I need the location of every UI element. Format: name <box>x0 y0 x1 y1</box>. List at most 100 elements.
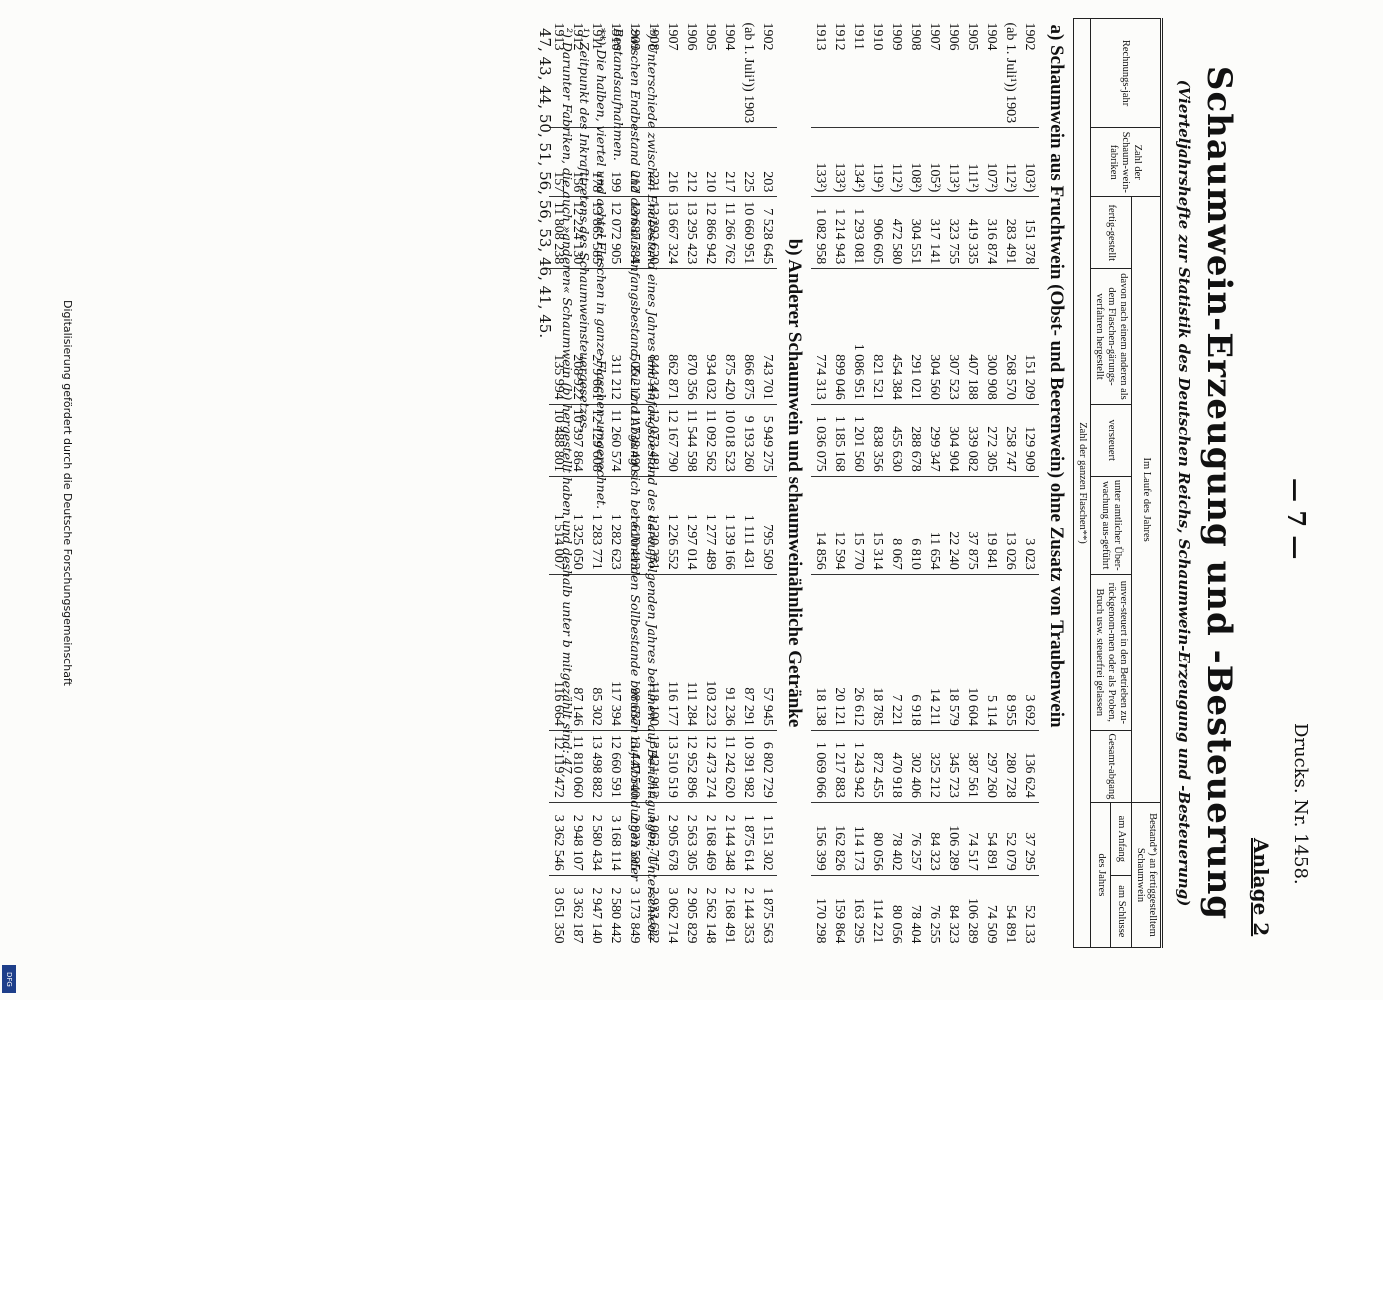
table-cell: 84 323 <box>944 875 963 948</box>
table-cell: 1 875 614 <box>739 802 758 876</box>
table-cell: 316 874 <box>982 196 1001 269</box>
table-cell: 156 399 <box>811 802 830 876</box>
table-cell: 1 875 563 <box>758 875 777 948</box>
table-cell: 11 242 620 <box>720 730 739 803</box>
header-gesamtabgang: Gesamt-abgang <box>1090 730 1132 803</box>
table-cell: 6 802 729 <box>758 730 777 803</box>
table-cell: 52 133 <box>1020 875 1039 948</box>
table-cell: 2 144 353 <box>739 875 758 948</box>
table-cell: 875 420 <box>720 268 739 405</box>
scanned-page: Digitalisierung gefördert durch die Deut… <box>2 18 1311 993</box>
table-cell: 7 528 645 <box>758 196 777 269</box>
table-cell: 838 356 <box>868 404 887 477</box>
table-cell: 12 594 <box>830 476 849 575</box>
table-cell: 74 509 <box>982 875 1001 948</box>
table-cell: 111 284 <box>682 574 701 731</box>
table-cell: 37 295 <box>1020 802 1039 876</box>
table-cell: 304 551 <box>906 196 925 269</box>
table-cell: 5 114 <box>982 574 1001 731</box>
table-cell: 325 212 <box>925 730 944 803</box>
table-cell: 203 <box>758 127 777 197</box>
table-cell: 268 570 <box>1001 268 1020 405</box>
table-cell: 10 660 951 <box>739 196 758 269</box>
header-unter-amtlicher: unter amtlicher Über-wachung aus-geführt <box>1090 476 1132 575</box>
table-cell: 283 491 <box>1001 196 1020 269</box>
table-cell: 10 018 523 <box>720 404 739 477</box>
table-cell: 10 604 <box>963 574 982 731</box>
table-cell: 12 866 942 <box>701 196 720 269</box>
footnote: **) Die halben, viertel und achtel Flasc… <box>594 28 609 510</box>
table-cell: 297 260 <box>982 730 1001 803</box>
table-cell: 106 289 <box>963 875 982 948</box>
table-cell: 3 692 <box>1020 574 1039 731</box>
dfg-notice: Digitalisierung gefördert durch die Deut… <box>61 300 74 686</box>
table-cell: 78 404 <box>906 875 925 948</box>
document-title: Schaumwein-Erzeugung und -Besteuerung <box>1199 65 1239 921</box>
table-cell: 105²) <box>925 127 944 197</box>
table-cell: 1 293 081 <box>849 196 868 269</box>
table-cell: 12 473 274 <box>701 730 720 803</box>
page-number: — 7 — <box>1282 478 1311 560</box>
table-cell: 151 378 <box>1020 196 1039 269</box>
rotated-document-page: — 7 — Drucks. Nr. 1458. Anlage 2 Schaumw… <box>176 18 1311 968</box>
table-cell: 18 138 <box>811 574 830 731</box>
table-cell: 216 <box>663 127 682 197</box>
footnote: ¹) Zeitpunkt des Inkrafttretens des Scha… <box>577 28 592 433</box>
header-rechnungsjahr: Rechnungs-jahr <box>1090 18 1162 128</box>
table-cell: 18 579 <box>944 574 963 731</box>
table-cell: 1 151 302 <box>758 802 777 876</box>
table-cell: 1 243 942 <box>849 730 868 803</box>
section-b-body: b) Anderer Schaumwein und schaumweinähnl… <box>777 19 811 948</box>
table-cell: 906 605 <box>868 196 887 269</box>
table-cell: 13 667 324 <box>663 196 682 269</box>
header-am-schlusse: am Schlusse <box>1111 875 1132 948</box>
table-cell: 11 544 598 <box>682 404 701 477</box>
year-cell: 1911 <box>851 22 867 50</box>
footnote-continuation: 47, 43, 44, 50, 51, 56, 56, 53, 46, 41, … <box>536 28 554 339</box>
table-cell: 11 092 562 <box>701 404 720 477</box>
year-cell: 1906 <box>946 22 962 51</box>
table-cell: 76 257 <box>906 802 925 876</box>
table-cell: 2 562 148 <box>701 875 720 948</box>
table-cell: 866 875 <box>739 268 758 405</box>
table-cell: 1 217 883 <box>830 730 849 803</box>
table-cell: 1 111 431 <box>739 476 758 575</box>
table-cell: 14 211 <box>925 574 944 731</box>
table-cell: 8 955 <box>1001 574 1020 731</box>
table-cell: 3 062 714 <box>663 875 682 948</box>
year-cell: 1907 <box>927 22 943 51</box>
table-cell: 2 563 305 <box>682 802 701 876</box>
header-fertiggestellt: fertig-gestellt <box>1090 196 1132 269</box>
table-cell: 76 255 <box>925 875 944 948</box>
table-cell: 419 335 <box>963 196 982 269</box>
document-subtitle: (Vierteljahrshefte zur Statistik des Deu… <box>1175 79 1193 907</box>
table-cell: 11 654 <box>925 476 944 575</box>
header-zahl-fabriken: Zahl der Schaum-wein-fabriken <box>1090 127 1162 197</box>
table-cell: 1 036 075 <box>811 404 830 477</box>
table-cell: 162 826 <box>830 802 849 876</box>
table-cell: 300 908 <box>982 268 1001 405</box>
table-cell: 163 295 <box>849 875 868 948</box>
year-cell: 1904 <box>984 22 1000 51</box>
header-versteuert: versteuert <box>1090 404 1132 477</box>
table-cell: 133²) <box>830 127 849 197</box>
table-cell: 210 <box>701 127 720 197</box>
header-des-jahres: des Jahres <box>1090 802 1111 948</box>
table-cell: 12 167 790 <box>663 404 682 477</box>
table-cell: 11 266 762 <box>720 196 739 269</box>
table-cell: 80 056 <box>868 802 887 876</box>
table-cell: 84 323 <box>925 802 944 876</box>
table-cell: 407 188 <box>963 268 982 405</box>
table-cell: 112²) <box>1001 127 1020 197</box>
year-cell: 1912 <box>832 22 848 51</box>
table-cell: 14 856 <box>811 476 830 575</box>
year-cell: 1904 <box>722 22 738 51</box>
table-cell: 307 523 <box>944 268 963 405</box>
table-cell: 107²) <box>982 127 1001 197</box>
table-cell: 1 185 168 <box>830 404 849 477</box>
table-cell: 106 289 <box>944 802 963 876</box>
